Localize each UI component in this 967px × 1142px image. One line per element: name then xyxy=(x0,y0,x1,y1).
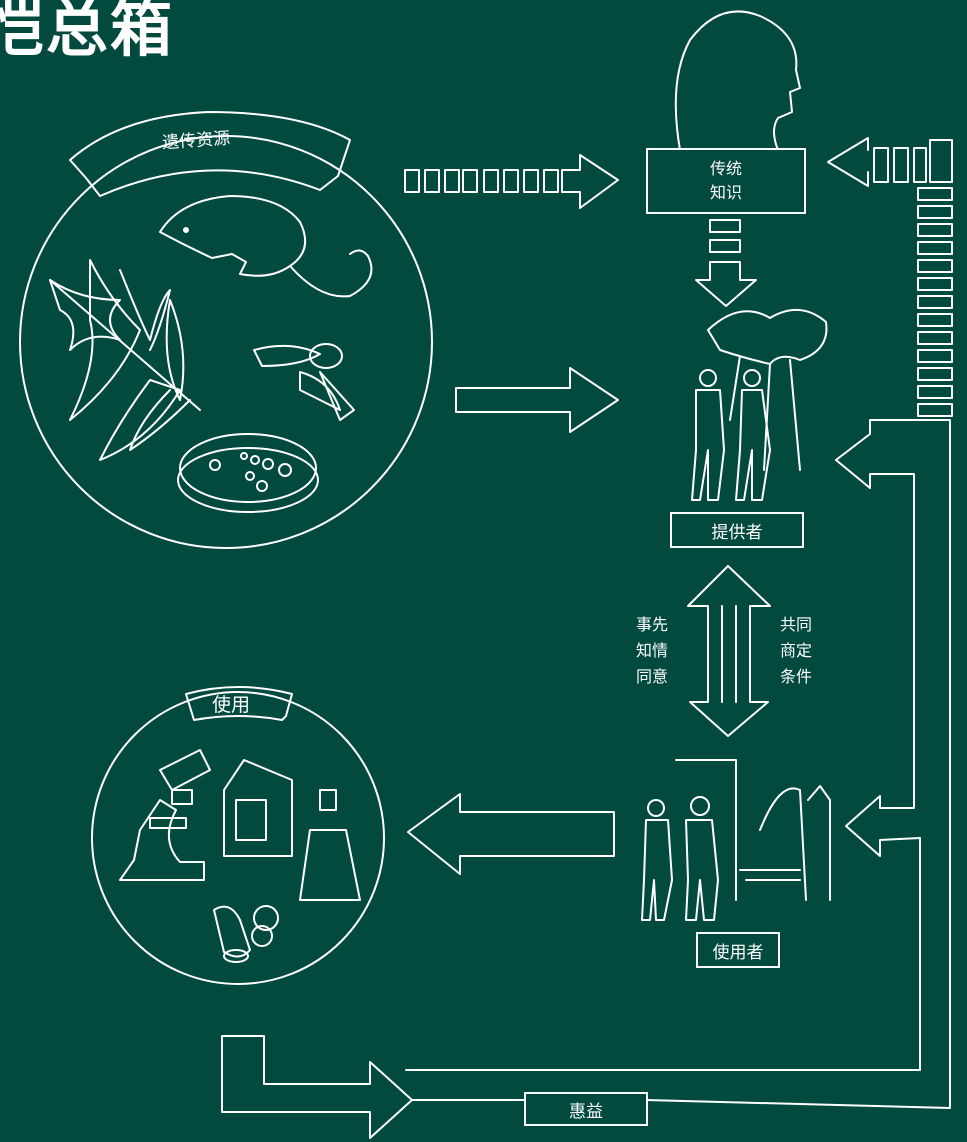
milk-carton-icon xyxy=(223,759,293,857)
double-arrow-pic-mat xyxy=(687,565,771,737)
use-circle xyxy=(91,691,385,985)
trees-icon xyxy=(707,308,828,471)
microscope-icon xyxy=(119,749,211,881)
provider-box: 提供者 xyxy=(670,512,804,548)
genetic-resources-banner xyxy=(69,111,351,197)
traditional-knowledge-box: 传统 知识 xyxy=(646,148,806,214)
mat-label: 共同 商定 条件 xyxy=(780,615,813,686)
petri-dish-icon xyxy=(177,433,319,513)
traditional-knowledge-line2: 知识 xyxy=(709,183,742,202)
rat-icon xyxy=(159,195,373,298)
use-label: 使用 xyxy=(212,694,251,716)
genetic-resources-label: 遗传资源 xyxy=(161,128,231,154)
people-icon xyxy=(691,369,771,501)
pic-label: 事先 知情 同意 xyxy=(636,615,669,686)
user-people-icon xyxy=(641,796,719,921)
leaf-icon xyxy=(49,259,201,461)
traditional-knowledge-line1: 传统 xyxy=(709,159,742,178)
bee-icon xyxy=(253,343,355,421)
dashed-arrow-tk-to-provider xyxy=(695,219,757,307)
arrow-genetic-to-provider xyxy=(455,367,619,433)
double-arrow-inner xyxy=(721,605,737,703)
use-banner xyxy=(185,686,293,721)
head-silhouette-icon xyxy=(674,10,801,151)
dashed-arrow-to-tk xyxy=(404,154,619,209)
pills-icon xyxy=(213,905,279,963)
arrow-user-to-use xyxy=(407,793,615,875)
buildings-icon xyxy=(675,759,831,901)
genetic-resources-circle xyxy=(19,135,433,549)
benefit-arrow-start xyxy=(221,1035,413,1139)
page-title: 恺总箱 xyxy=(0,0,175,65)
benefits-box: 惠益 xyxy=(524,1092,648,1126)
spray-bottle-icon xyxy=(299,789,361,901)
benefit-flow-line xyxy=(405,419,951,1109)
user-box: 使用者 xyxy=(696,932,780,968)
dashed-arrow-right-to-tk xyxy=(827,137,953,417)
